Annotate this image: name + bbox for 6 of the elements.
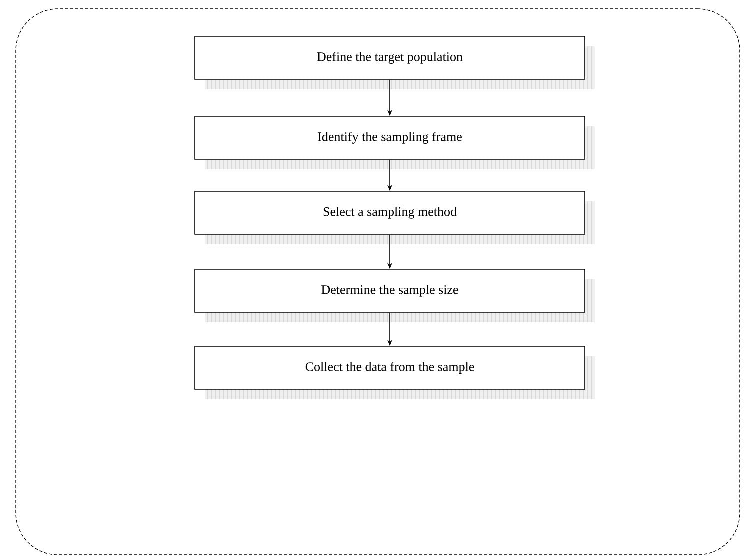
process-box: Define the target population [194, 36, 595, 90]
process-box: Identify the sampling frame [194, 116, 595, 170]
process-box: Select a sampling method [194, 191, 595, 244]
dashed-frame [16, 8, 740, 556]
process-box: Determine the sample size [194, 269, 595, 322]
process-box: Collect the data from the sample [194, 346, 595, 400]
